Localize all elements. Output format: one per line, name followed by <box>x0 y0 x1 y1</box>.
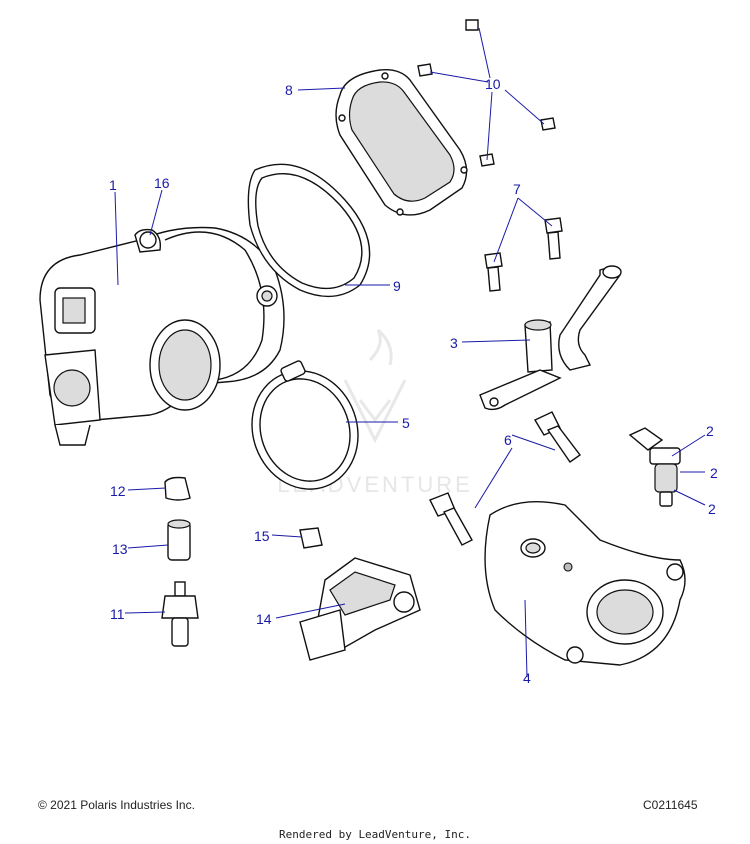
map-sensor-14 <box>299 557 421 661</box>
callout-3: 3 <box>450 335 458 351</box>
screw-15 <box>299 527 323 549</box>
rendered-by-text: Rendered by LeadVenture, Inc. <box>278 828 472 841</box>
watermark-logo <box>343 328 407 444</box>
callout-8: 8 <box>285 82 293 98</box>
plug-16 <box>139 231 157 249</box>
throttle-body <box>39 226 285 446</box>
screws-10 <box>417 19 556 167</box>
hose-clamp-5 <box>251 360 359 490</box>
callout-7: 7 <box>513 181 521 197</box>
callout-12: 12 <box>110 483 126 499</box>
sensor-11 <box>161 581 199 647</box>
spacer-13 <box>167 519 191 561</box>
callout-2b: 2 <box>710 465 718 481</box>
callout-1: 1 <box>109 177 117 193</box>
callout-9: 9 <box>393 278 401 294</box>
cover-plate <box>335 69 468 216</box>
callout-2c: 2 <box>708 501 716 517</box>
callout-13: 13 <box>112 541 128 557</box>
callout-11: 11 <box>110 606 125 622</box>
bracket-hose-3 <box>479 265 622 411</box>
bolts-6 <box>429 411 581 546</box>
callout-4: 4 <box>523 670 531 686</box>
diagram-code: C0211645 <box>643 798 698 812</box>
leader-lines <box>114 27 706 678</box>
small-clip-12 <box>164 476 191 501</box>
callout-15: 15 <box>254 528 270 544</box>
callout-10: 10 <box>485 76 501 92</box>
bolts-7 <box>484 217 563 292</box>
callout-16: 16 <box>154 175 170 191</box>
callout-5: 5 <box>402 415 410 431</box>
injector-2 <box>628 427 681 507</box>
intake-elbow-4 <box>484 500 686 666</box>
callout-6: 6 <box>504 432 512 448</box>
callout-2a: 2 <box>706 423 714 439</box>
callout-14: 14 <box>256 611 272 627</box>
copyright-text: © 2021 Polaris Industries Inc. <box>38 798 195 812</box>
gasket-ring <box>247 163 371 298</box>
